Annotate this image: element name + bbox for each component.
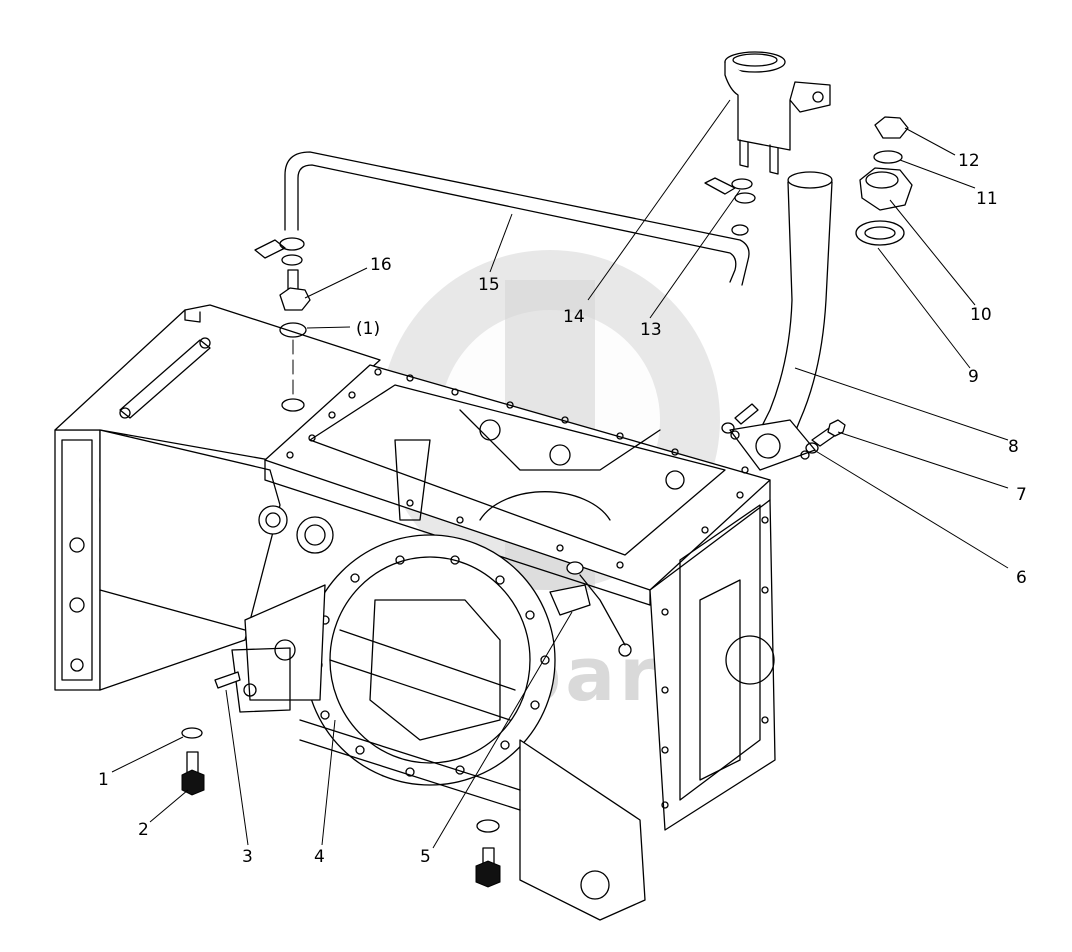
callout-3: 3 xyxy=(242,847,253,867)
transmission-housing xyxy=(54,304,776,921)
callout-7: 7 xyxy=(1016,485,1027,505)
callout-1: 1 xyxy=(98,770,109,790)
callout-12: 12 xyxy=(958,151,980,171)
callout-8: 8 xyxy=(1008,437,1019,457)
callout-2: 2 xyxy=(138,820,149,840)
callout-6: 6 xyxy=(1016,568,1027,588)
callout-14: 14 xyxy=(563,307,585,327)
callout-9: 9 xyxy=(968,367,979,387)
leader-lines xyxy=(111,99,1009,849)
callout-13: 13 xyxy=(640,320,662,340)
filler-tube xyxy=(729,171,833,471)
breather-pipe xyxy=(284,151,750,286)
callout-10: 10 xyxy=(970,305,992,325)
pin-3 xyxy=(214,671,241,689)
filler-cap-parts xyxy=(855,116,913,246)
bolt-7 xyxy=(721,403,846,454)
banjo-bolt-13 xyxy=(704,177,756,204)
breather-canister xyxy=(724,51,831,175)
callout-16: 16 xyxy=(370,255,392,275)
callout-4: 4 xyxy=(314,847,325,867)
callout-15: 15 xyxy=(478,275,500,295)
drain-plug-1-2 xyxy=(181,727,501,888)
filler-cap-assembly xyxy=(549,561,632,657)
callout-11: 11 xyxy=(976,189,998,209)
callout-1-parenthesized: (1) xyxy=(356,319,380,339)
callout-labels: 1 2 3 4 5 6 7 8 9 10 11 12 13 14 15 16 (… xyxy=(98,151,1027,867)
banjo-bolt-16 xyxy=(254,237,311,412)
callout-5: 5 xyxy=(420,847,431,867)
